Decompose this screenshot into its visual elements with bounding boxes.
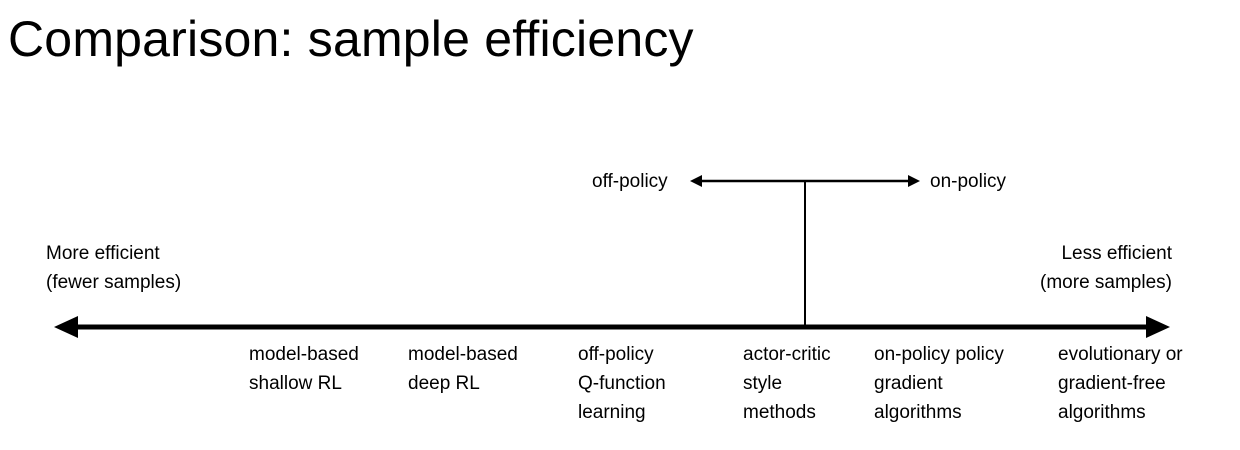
category-actor-critic: actor-critic style methods	[743, 340, 831, 427]
category-line: deep RL	[408, 373, 480, 394]
more-efficient-line-1: More efficient	[46, 243, 160, 264]
category-line: shallow RL	[249, 373, 342, 394]
on-policy-arrowhead	[908, 175, 920, 187]
category-line: Q-function	[578, 373, 666, 394]
less-efficient-line-1: Less efficient	[1061, 243, 1172, 264]
category-line: model-based	[408, 344, 518, 365]
category-line: evolutionary or	[1058, 344, 1183, 365]
category-off-policy-q: off-policy Q-function learning	[578, 340, 666, 427]
category-model-based-shallow: model-based shallow RL	[249, 340, 359, 398]
page-title: Comparison: sample efficiency	[8, 11, 694, 67]
category-line: learning	[578, 402, 646, 423]
off-policy-label: off-policy	[592, 171, 668, 192]
category-line: algorithms	[1058, 402, 1146, 423]
more-efficient-label: More efficient (fewer samples)	[46, 239, 181, 297]
category-line: off-policy	[578, 344, 654, 365]
category-line: gradient	[874, 373, 943, 394]
on-policy-label: on-policy	[930, 171, 1007, 192]
category-line: gradient-free	[1058, 373, 1166, 394]
category-line: on-policy policy	[874, 344, 1004, 365]
category-evolutionary: evolutionary or gradient-free algorithms	[1058, 340, 1183, 427]
category-line: actor-critic	[743, 344, 831, 365]
category-model-based-deep: model-based deep RL	[408, 340, 518, 398]
category-line: algorithms	[874, 402, 962, 423]
less-efficient-line-2: (more samples)	[1040, 272, 1172, 293]
less-efficient-label: Less efficient (more samples)	[1040, 239, 1172, 297]
axis-left-arrowhead	[54, 316, 78, 338]
category-line: model-based	[249, 344, 359, 365]
off-policy-arrowhead	[690, 175, 702, 187]
category-on-policy-pg: on-policy policy gradient algorithms	[874, 340, 1004, 427]
axis-right-arrowhead	[1146, 316, 1170, 338]
category-line: style	[743, 373, 783, 394]
more-efficient-line-2: (fewer samples)	[46, 272, 182, 293]
category-line: methods	[743, 402, 816, 423]
